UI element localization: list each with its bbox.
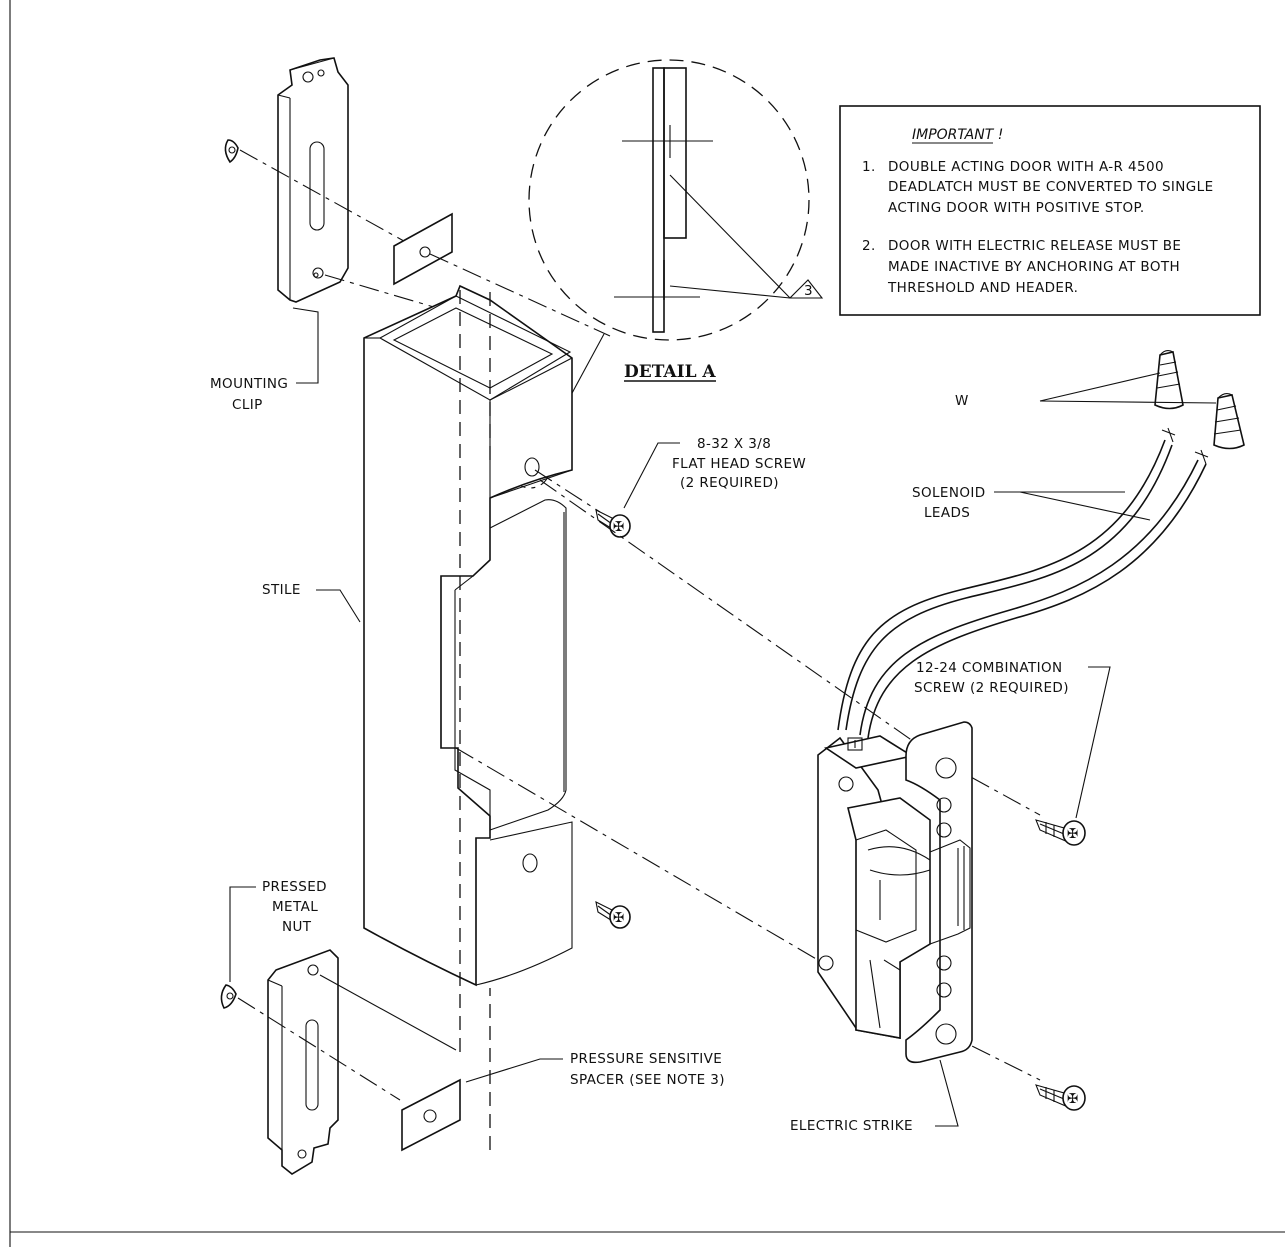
note-1-number: 1. — [862, 159, 876, 175]
mounting-clip-label-1: MOUNTING — [210, 376, 288, 392]
svg-text:✠: ✠ — [1067, 1091, 1079, 1107]
lower-combination-screw: ✠ — [1035, 1084, 1086, 1111]
wire-nuts-leader-2 — [1039, 400, 1217, 404]
stile — [363, 284, 573, 987]
pressed-metal-nut-label-2: METAL — [272, 899, 318, 915]
wire-nuts-leader-1 — [1039, 372, 1161, 402]
bottom-mounting-clip — [267, 949, 339, 1175]
important-notes-box: IMPORTANT ! 1. DOUBLE ACTING DOOR WITH A… — [839, 105, 1261, 316]
stile-cutout-left — [440, 576, 458, 749]
upper-flat-head-screw: ✠ — [595, 509, 631, 538]
stile-cutout — [454, 499, 567, 831]
important-box-frame — [839, 105, 1261, 316]
wire-nuts-label: W — [955, 393, 969, 409]
detail-a-leader-1 — [669, 174, 791, 299]
solenoid-leads-label-2: LEADS — [924, 505, 970, 521]
electric-strike — [817, 721, 973, 1064]
upper-combination-screw: ✠ — [1035, 819, 1086, 846]
lower-strike-axis — [455, 747, 819, 961]
flat-head-screw-label-1: 8-32 X 3/8 — [697, 436, 771, 452]
note-3-number: 3 — [804, 283, 813, 299]
top-spacer — [393, 212, 453, 286]
strike-faceplate — [905, 721, 973, 1064]
top-pressed-nut — [224, 139, 239, 164]
svg-text:✠: ✠ — [613, 910, 625, 926]
electric-strike-label: ELECTRIC STRIKE — [790, 1118, 913, 1134]
flat-head-screw-label-3: (2 REQUIRED) — [680, 475, 779, 491]
pressed-metal-nut-leader — [229, 886, 256, 982]
pressed-metal-nut-label-1: PRESSED — [262, 879, 327, 895]
top-clip-slot — [309, 141, 325, 231]
stile-upper-hole — [524, 457, 540, 477]
combination-screw-label-1: 12-24 COMBINATION — [916, 660, 1063, 676]
pressed-metal-nut-label-3: NUT — [282, 919, 312, 935]
faceplate-bottom-hole — [935, 1023, 957, 1045]
top-mounting-clip — [277, 57, 349, 303]
lower-flat-head-screw: ✠ — [595, 901, 631, 929]
note-3-triangle — [788, 279, 824, 299]
strike-keeper — [847, 797, 931, 1039]
detail-a: 3 DETAIL A — [509, 59, 824, 489]
mounting-clip-leader — [292, 307, 319, 384]
solenoid-leads-label-1: SOLENOID — [912, 485, 986, 501]
stile-leader — [316, 589, 361, 623]
note-2-line-1: DOOR WITH ELECTRIC RELEASE MUST BE — [888, 238, 1181, 254]
pressure-spacer-label-2: SPACER (SEE NOTE 3) — [570, 1072, 725, 1088]
note-2-line-2: MADE INACTIVE BY ANCHORING AT BOTH — [888, 259, 1180, 275]
svg-text:✠: ✠ — [613, 519, 625, 535]
detail-a-leader-2 — [669, 285, 791, 299]
combination-screw-leader — [1075, 666, 1111, 819]
mounting-clip-label-2: CLIP — [232, 397, 263, 413]
upper-screw-axis — [539, 479, 941, 761]
note-1-line-2: DEADLATCH MUST BE CONVERTED TO SINGLE — [888, 179, 1214, 195]
pressure-spacer-label-1: PRESSURE SENSITIVE — [570, 1051, 722, 1067]
wire-nut-1 — [1154, 349, 1184, 410]
important-title: IMPORTANT ! — [912, 127, 1003, 143]
wire-nut-2 — [1213, 392, 1245, 450]
solenoid-leads-leader-2 — [1019, 491, 1151, 521]
flat-head-screw-label-2: FLAT HEAD SCREW — [672, 456, 806, 472]
bottom-clip-slot — [305, 1019, 319, 1111]
detail-a-circle — [528, 59, 810, 341]
detail-a-stile-wall — [652, 67, 665, 333]
electric-strike-leader — [935, 1059, 959, 1127]
note-1-line-1: DOUBLE ACTING DOOR WITH A-R 4500 — [888, 159, 1164, 175]
solenoid-lead-2 — [859, 459, 1199, 736]
combination-screw-label-2: SCREW (2 REQUIRED) — [914, 680, 1069, 696]
svg-text:✠: ✠ — [1067, 826, 1079, 842]
stile-label: STILE — [262, 582, 301, 598]
top-clip-axis-1 — [239, 149, 421, 251]
note-2-line-3: THRESHOLD AND HEADER. — [887, 280, 1078, 296]
stile-lower-hole — [522, 853, 538, 873]
bottom-pressed-nut — [220, 984, 237, 1009]
pressure-spacer-leader — [465, 1058, 563, 1083]
solenoid-lead-1 — [837, 439, 1166, 731]
bottom-spacer — [401, 1078, 461, 1152]
note-1-line-3: ACTING DOOR WITH POSITIVE STOP. — [888, 200, 1145, 216]
faceplate-top-hole — [935, 757, 957, 779]
stile-top-opening — [378, 295, 572, 401]
detail-a-spacer — [663, 67, 687, 239]
note-2-number: 2. — [862, 238, 876, 254]
flat-head-screw-leader — [623, 442, 680, 509]
detail-a-title: DETAIL A — [624, 362, 716, 382]
